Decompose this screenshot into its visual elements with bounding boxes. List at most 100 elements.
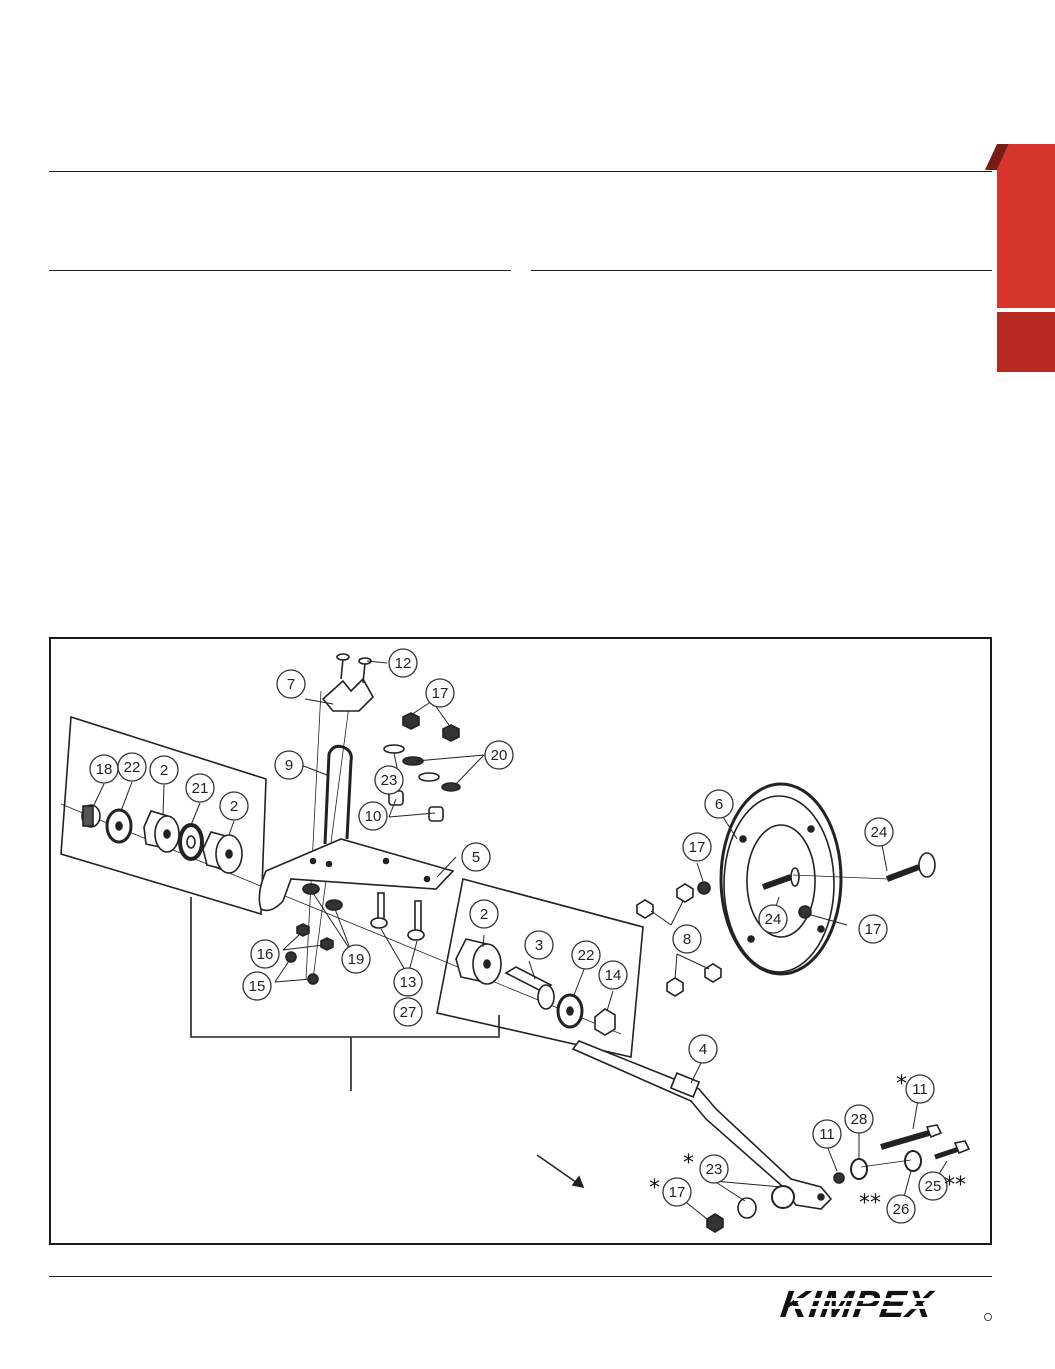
part-2-spacer-a bbox=[143, 810, 180, 853]
part-10-spacers bbox=[388, 790, 444, 822]
callout-circle bbox=[276, 669, 306, 699]
callout-label: 18 bbox=[96, 761, 113, 778]
side-tab-fold bbox=[985, 144, 1009, 170]
callout-label: 11 bbox=[912, 1081, 928, 1098]
callout-6: 6 bbox=[704, 789, 734, 819]
assembly-bracket bbox=[190, 897, 500, 1038]
part-22-washer-b bbox=[556, 993, 584, 1029]
kimpex-logo-text: KIMPEX bbox=[780, 1284, 937, 1324]
column-rule-right bbox=[531, 270, 992, 271]
callout-label: 14 bbox=[605, 967, 622, 984]
callout-circle bbox=[425, 678, 455, 708]
part-22-washer bbox=[105, 808, 133, 844]
callout-21: 21 bbox=[185, 773, 215, 803]
callout-circle bbox=[864, 817, 894, 847]
callout-17: 17 bbox=[682, 832, 712, 862]
callout-28: 28 bbox=[844, 1104, 874, 1134]
header-rule bbox=[49, 171, 992, 172]
callout-circle bbox=[571, 940, 601, 970]
callout-4: 4 bbox=[688, 1034, 718, 1064]
callout-24: 24 bbox=[864, 817, 894, 847]
callout-17: 17 bbox=[662, 1177, 692, 1207]
callout-label: 23 bbox=[706, 1161, 723, 1178]
callout-circle bbox=[682, 832, 712, 862]
part-20-washers bbox=[402, 756, 461, 792]
part-3-sleeve bbox=[504, 966, 555, 1010]
callout-26: 26 bbox=[886, 1194, 916, 1224]
part-12-screws bbox=[336, 653, 372, 684]
part-24-bolt-a bbox=[761, 867, 800, 890]
direction-arrow bbox=[536, 1154, 585, 1189]
asterisk-markers: * * * ** ** bbox=[649, 1072, 966, 1216]
callout-23: 23 bbox=[699, 1154, 729, 1184]
callout-2: 2 bbox=[219, 791, 249, 821]
part-19-washers bbox=[302, 883, 343, 911]
callout-circle bbox=[699, 1154, 729, 1184]
callout-circle bbox=[242, 971, 272, 1001]
part-13-bolts bbox=[370, 892, 425, 941]
callout-label: 8 bbox=[683, 931, 691, 948]
callout-label: 2 bbox=[230, 798, 238, 815]
callout-circle bbox=[704, 789, 734, 819]
callout-circle bbox=[484, 740, 514, 770]
callout-circle bbox=[388, 648, 418, 678]
kimpex-logo: KIMPEX bbox=[780, 1284, 992, 1324]
callout-15: 15 bbox=[242, 971, 272, 1001]
callout-20: 20 bbox=[484, 740, 514, 770]
callout-17: 17 bbox=[425, 678, 455, 708]
callout-13: 13 bbox=[393, 967, 423, 997]
callout-label: 11 bbox=[819, 1126, 835, 1143]
callout-label: 17 bbox=[432, 685, 449, 702]
callout-10: 10 bbox=[358, 801, 388, 831]
callout-9: 9 bbox=[274, 750, 304, 780]
part-24-bolt-b bbox=[885, 852, 936, 882]
callout-label: 2 bbox=[480, 906, 488, 923]
callout-circle bbox=[918, 1171, 948, 1201]
part-26-washer bbox=[904, 1150, 922, 1172]
callout-label: 5 bbox=[472, 849, 480, 866]
column-rule-left bbox=[49, 270, 511, 271]
callout-16: 16 bbox=[250, 939, 280, 969]
callout-label: 16 bbox=[257, 946, 274, 963]
part-21-washer bbox=[178, 823, 204, 861]
side-tab-lower bbox=[997, 312, 1055, 372]
callout-circle bbox=[358, 801, 388, 831]
callout-label: 28 bbox=[851, 1111, 868, 1128]
callout-label: 27 bbox=[400, 1004, 417, 1021]
callout-17: 17 bbox=[858, 914, 888, 944]
marker-11: * bbox=[896, 1072, 907, 1097]
callout-label: 3 bbox=[535, 937, 543, 954]
callout-8: 8 bbox=[672, 924, 702, 954]
callout-11: 11 bbox=[905, 1074, 935, 1104]
callout-label: 22 bbox=[578, 947, 595, 964]
callout-label: 22 bbox=[124, 759, 141, 776]
callout-circle bbox=[844, 1104, 874, 1134]
callout-23: 23 bbox=[374, 765, 404, 795]
part-11-bolt bbox=[880, 1124, 943, 1150]
callout-label: 2 bbox=[160, 762, 168, 779]
callout-19: 19 bbox=[341, 944, 371, 974]
marker-23: * bbox=[683, 1151, 694, 1176]
callout-7: 7 bbox=[276, 669, 306, 699]
part-7-bracket bbox=[321, 677, 374, 712]
callout-label: 24 bbox=[871, 824, 888, 841]
callout-label: 17 bbox=[689, 839, 706, 856]
callout-11: 11 bbox=[812, 1119, 842, 1149]
callout-22: 22 bbox=[571, 940, 601, 970]
center-panel bbox=[436, 878, 644, 1058]
callout-circle bbox=[219, 791, 249, 821]
callout-2: 2 bbox=[469, 899, 499, 929]
callout-label: 23 bbox=[381, 772, 398, 789]
callout-circle bbox=[598, 960, 628, 990]
part-23-washer bbox=[383, 744, 405, 754]
callout-label: 7 bbox=[287, 676, 295, 693]
callout-circle bbox=[185, 773, 215, 803]
callout-label: 10 bbox=[365, 808, 382, 825]
callout-25: 25 bbox=[918, 1171, 948, 1201]
callout-24: 24 bbox=[758, 904, 788, 934]
callout-circle bbox=[250, 939, 280, 969]
callout-circle bbox=[469, 899, 499, 929]
part-9-u-bolt bbox=[323, 744, 353, 845]
